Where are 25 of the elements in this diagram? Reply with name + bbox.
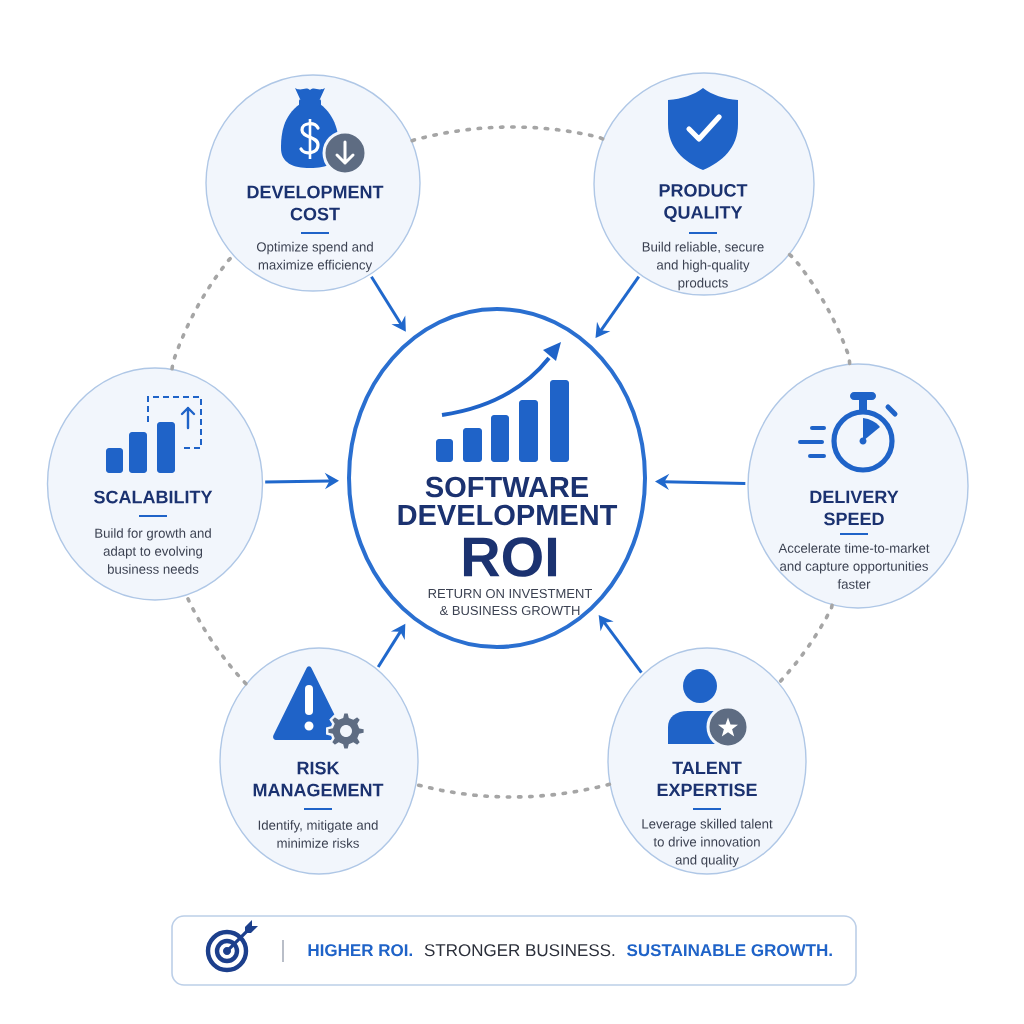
heading: RISK MANAGEMENT bbox=[253, 761, 384, 797]
arrow bbox=[370, 275, 406, 332]
title: ROI bbox=[463, 537, 557, 577]
arrow bbox=[598, 615, 643, 674]
heading: PRODUCT QUALITY bbox=[659, 183, 748, 223]
dotted-line bbox=[414, 782, 612, 799]
tagline: SUSTAINABLE GROWTH. bbox=[627, 944, 832, 957]
description: Accelerate time-to-market and capture opportunities faster bbox=[778, 543, 930, 589]
dotted-line bbox=[777, 603, 834, 685]
heading: DELIVERY SPEED bbox=[810, 490, 899, 526]
heading: DEVELOPMENT COST bbox=[247, 185, 384, 221]
tagline: HIGHER ROI. bbox=[308, 944, 412, 957]
subtitle: RETURN ON INVESTMENT & BUSINESS GROWTH bbox=[428, 588, 592, 616]
dotted-line bbox=[787, 252, 852, 366]
description: Leverage skilled talent to drive innovation and quality bbox=[642, 818, 773, 868]
description: Build reliable, secure and high-quality products bbox=[642, 241, 764, 291]
description: Build for growth and adapt to evolving business needs bbox=[95, 528, 211, 574]
description: Identify, mitigate and minimize risks bbox=[258, 820, 378, 848]
heading: TALENT EXPERTISE bbox=[657, 761, 757, 797]
heading: SCALABILITY bbox=[94, 490, 213, 504]
title: SOFTWARE DEVELOPMENT bbox=[398, 476, 618, 526]
dotted-line bbox=[170, 254, 235, 371]
dotted-line bbox=[410, 125, 605, 143]
tagline: STRONGER BUSINESS. bbox=[424, 944, 615, 957]
description: Optimize spend and maximize efficiency bbox=[256, 241, 373, 273]
